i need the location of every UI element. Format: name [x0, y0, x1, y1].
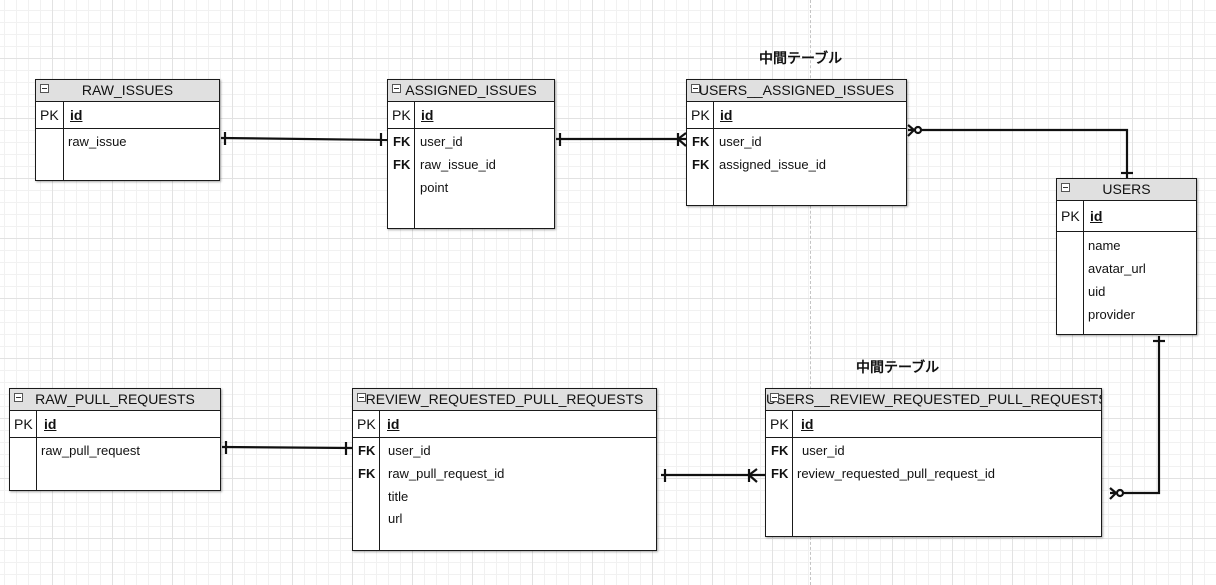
collapse-icon[interactable] [770, 393, 779, 402]
attribute-raw-pull-request[interactable]: raw_pull_request [41, 443, 141, 458]
entity-title: RAW_ISSUES [81, 82, 174, 98]
entity-users-assigned-issues[interactable]: USERS__ASSIGNED_ISSUES PK id FK user_id … [686, 79, 907, 206]
pk-field-name: id [387, 416, 400, 432]
pk-field-name: id [421, 107, 434, 123]
fk-label: FK [692, 134, 710, 149]
page-divider [810, 0, 811, 585]
entity-title: ASSIGNED_ISSUES [405, 82, 537, 98]
fk-label: FK [771, 466, 789, 481]
attribute-uid[interactable]: uid [1088, 284, 1106, 299]
attribute-user-id[interactable]: user_id [420, 134, 463, 149]
attribute-provider[interactable]: provider [1088, 307, 1135, 322]
entity-header[interactable]: USERS__ASSIGNED_ISSUES [687, 80, 906, 102]
pk-field-name: id [1090, 208, 1103, 224]
pk-field-name: id [44, 416, 57, 432]
fk-label: FK [771, 443, 789, 458]
relationship-assigned-issues-users-assigned-issues[interactable] [556, 132, 687, 147]
collapse-icon[interactable] [357, 393, 366, 402]
pk-field-name: id [70, 107, 83, 123]
entity-review-requested-pull-requests[interactable]: REVIEW_REQUESTED_PULL_REQUESTS PK id FK … [352, 388, 657, 551]
entity-title: REVIEW_REQUESTED_PULL_REQUESTS [365, 391, 644, 407]
entity-header[interactable]: RAW_PULL_REQUESTS [10, 389, 220, 411]
entity-title: USERS__ASSIGNED_ISSUES [698, 82, 895, 98]
primary-key-row[interactable]: PK id [766, 411, 1101, 438]
pk-label: PK [1061, 208, 1080, 224]
entity-title: USERS__REVIEW_REQUESTED_PULL_REQUESTS [766, 391, 1101, 407]
relationship-users-review-requested-users[interactable] [1109, 336, 1165, 500]
intermediate-table-note-bottom: 中間テーブル [856, 360, 940, 376]
entity-raw-pull-requests[interactable]: RAW_PULL_REQUESTS PK id raw_pull_request [9, 388, 221, 491]
collapse-icon[interactable] [691, 84, 700, 93]
attribute-raw-issue-id[interactable]: raw_issue_id [420, 157, 496, 172]
entity-title: RAW_PULL_REQUESTS [35, 391, 195, 407]
entity-header[interactable]: RAW_ISSUES [36, 80, 219, 102]
intermediate-table-note-top: 中間テーブル [759, 51, 843, 67]
pk-label: PK [770, 416, 789, 432]
attribute-user-id[interactable]: user_id [388, 443, 431, 458]
pk-label: PK [14, 416, 33, 432]
collapse-icon[interactable] [392, 84, 401, 93]
fk-label: FK [692, 157, 710, 172]
fk-label: FK [393, 157, 411, 172]
primary-key-row[interactable]: PK id [687, 102, 906, 129]
primary-key-row[interactable]: PK id [10, 411, 220, 438]
primary-key-row[interactable]: PK id [1057, 201, 1196, 232]
attribute-point[interactable]: point [420, 180, 449, 195]
fk-label: FK [358, 443, 376, 458]
entity-header[interactable]: USERS__REVIEW_REQUESTED_PULL_REQUESTS [766, 389, 1101, 411]
attribute-name[interactable]: name [1088, 238, 1121, 253]
attribute-assigned-issue-id[interactable]: assigned_issue_id [719, 157, 826, 172]
fk-label: FK [393, 134, 411, 149]
entity-header[interactable]: REVIEW_REQUESTED_PULL_REQUESTS [353, 389, 656, 411]
relationship-users-assigned-issues-users[interactable] [907, 124, 1133, 178]
attribute-user-id[interactable]: user_id [719, 134, 762, 149]
attribute-raw-issue[interactable]: raw_issue [68, 134, 127, 149]
attribute-url[interactable]: url [388, 511, 403, 526]
entity-header[interactable]: USERS [1057, 179, 1196, 201]
primary-key-row[interactable]: PK id [353, 411, 656, 438]
pk-label: PK [392, 107, 411, 123]
entity-users-review-requested-pull-requests[interactable]: USERS__REVIEW_REQUESTED_PULL_REQUESTS PK… [765, 388, 1102, 537]
entity-title: USERS [1102, 181, 1151, 197]
primary-key-row[interactable]: PK id [36, 102, 219, 129]
relationship-review-requested-users-review-requested[interactable] [661, 468, 765, 483]
entity-users[interactable]: USERS PK id name avatar_url uid provider [1056, 178, 1197, 335]
collapse-icon[interactable] [40, 84, 49, 93]
relationship-raw-pull-requests-review-requested[interactable] [221, 441, 353, 455]
entity-raw-issues[interactable]: RAW_ISSUES PK id raw_issue [35, 79, 220, 181]
attribute-avatar-url[interactable]: avatar_url [1088, 261, 1146, 276]
attribute-raw-pull-request-id[interactable]: raw_pull_request_id [388, 466, 505, 481]
collapse-icon[interactable] [1061, 183, 1070, 192]
attribute-review-requested-pull-request-id[interactable]: review_requested_pull_request_id [797, 466, 996, 481]
pk-label: PK [691, 107, 710, 123]
attribute-title[interactable]: title [388, 489, 409, 504]
pk-field-name: id [720, 107, 733, 123]
attribute-user-id[interactable]: user_id [802, 443, 845, 458]
pk-label: PK [357, 416, 376, 432]
fk-label: FK [358, 466, 376, 481]
entity-header[interactable]: ASSIGNED_ISSUES [388, 80, 554, 102]
primary-key-row[interactable]: PK id [388, 102, 554, 129]
relationship-raw-issues-assigned-issues[interactable] [220, 132, 388, 146]
pk-label: PK [40, 107, 59, 123]
collapse-icon[interactable] [14, 393, 23, 402]
entity-assigned-issues[interactable]: ASSIGNED_ISSUES PK id FK user_id FK raw_… [387, 79, 555, 229]
pk-field-name: id [801, 416, 814, 432]
